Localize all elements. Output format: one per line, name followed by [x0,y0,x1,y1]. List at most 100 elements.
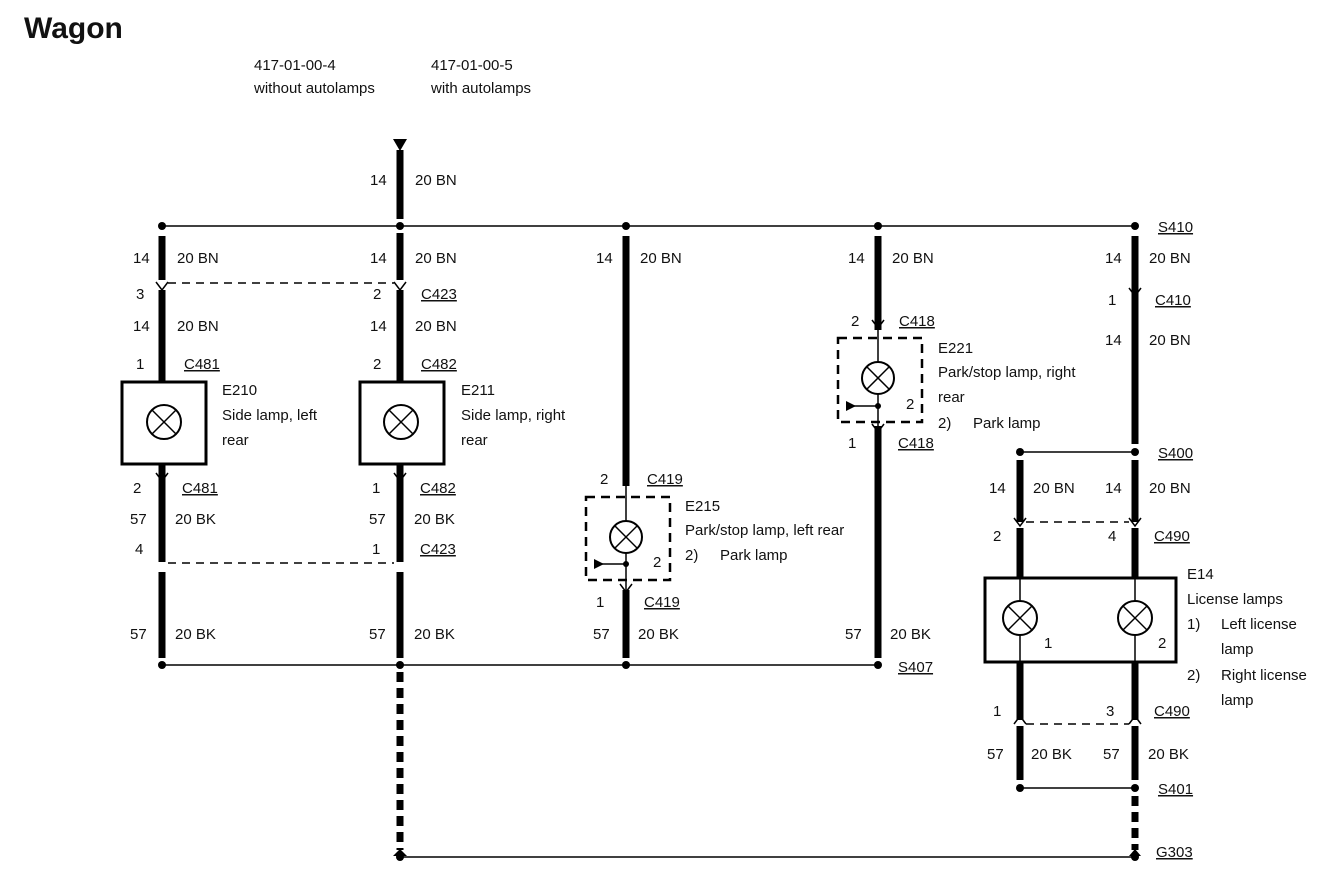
splice-dots [158,222,1139,861]
pin-number: 3 [136,286,144,303]
ref-note-without-autolamps: without autolamps [253,80,375,97]
pin-number: 1 [1108,292,1116,309]
wire-circuit: 14 [848,250,865,267]
connector-c423: C423 [420,541,456,558]
splice-s401: S401 [1158,781,1193,798]
e14-note-2: Right license [1221,667,1307,684]
pin-number: 2 [653,554,661,571]
wire-color: 20 BK [175,511,216,528]
splice-s407: S407 [898,659,933,676]
wire-color: 20 BN [415,318,457,335]
pin-number: 2 [851,313,859,330]
wire-circuit: 14 [370,318,387,335]
pin-number: 1 [372,480,380,497]
connector-c418: C418 [899,313,935,330]
wire-circuit: 14 [133,250,150,267]
pin-number: 2 [906,396,914,413]
wire-color: 20 BN [415,172,457,189]
connector-c490: C490 [1154,528,1190,545]
pin-number: 3 [1106,703,1114,720]
connector-c482: C482 [420,480,456,497]
e14-note-2-num: 2) [1187,667,1200,684]
connector-c490: C490 [1154,703,1190,720]
e210-lamp-box [120,380,208,466]
e215-note-num: 2) [685,547,698,564]
e221-id: E221 [938,340,973,357]
e221-note: Park lamp [973,415,1041,432]
wire-color: 20 BK [175,626,216,643]
wire-color: 20 BN [177,250,219,267]
pin-number: 2 [993,528,1001,545]
connector-c481: C481 [182,480,218,497]
e210-desc: Side lamp, left [222,407,318,424]
column-e211 [393,139,407,850]
connector-c482: C482 [421,356,457,373]
pin-number: 4 [135,541,143,558]
e14-desc: License lamps [1187,591,1283,608]
wire-color: 20 BN [1149,480,1191,497]
connector-c419: C419 [644,594,680,611]
pin-number: 2 [373,356,381,373]
wire-color: 20 BN [1149,250,1191,267]
wire-color: 20 BN [892,250,934,267]
wire-color: 20 BN [640,250,682,267]
connector-c410: C410 [1155,292,1191,309]
wire-color: 20 BK [414,511,455,528]
e221-lamp-box [836,330,924,426]
wire-color: 20 BK [1148,746,1189,763]
wire-circuit: 14 [370,172,387,189]
wire-circuit: 14 [1105,480,1122,497]
wire-circuit: 57 [130,511,147,528]
lamp-number: 2 [1158,635,1166,652]
wire-circuit: 14 [133,318,150,335]
connector-c419: C419 [647,471,683,488]
pin-number: 1 [596,594,604,611]
page-title: Wagon [24,12,123,45]
e211-desc-2: rear [461,432,488,449]
e14-id: E14 [1187,566,1214,583]
column-e14-left [1013,460,1027,780]
e14-note-1: Left license [1221,616,1297,633]
column-e210 [155,236,169,658]
ref-code-with-autolamps: 417-01-00-5 [431,57,513,74]
column-e215 [619,236,633,658]
lamp-number: 1 [1044,635,1052,652]
ref-note-with-autolamps: with autolamps [430,80,531,97]
e215-id: E215 [685,498,720,515]
e211-id: E211 [461,382,495,399]
wire-circuit: 57 [369,626,386,643]
pin-number: 1 [848,435,856,452]
wire-color: 20 BN [177,318,219,335]
column-e14-right [393,236,1142,856]
wire-color: 20 BN [1033,480,1075,497]
e215-desc: Park/stop lamp, left rear [685,522,844,539]
wire-circuit: 57 [1103,746,1120,763]
wire-circuit: 14 [370,250,387,267]
ref-code-without-autolamps: 417-01-00-4 [254,57,336,74]
connector-c423: C423 [421,286,457,303]
wire-circuit: 14 [1105,250,1122,267]
e211-desc: Side lamp, right [461,407,566,424]
connector-c481: C481 [184,356,220,373]
pin-number: 2 [373,286,381,303]
e210-id: E210 [222,382,257,399]
e215-lamp-box [584,486,672,590]
e14-note-1-num: 1) [1187,616,1200,633]
e14-lamp-box [983,576,1178,664]
wire-circuit: 14 [989,480,1006,497]
e215-note: Park lamp [720,547,788,564]
e221-desc-2: rear [938,389,965,406]
wire-circuit: 57 [369,511,386,528]
pin-number: 1 [136,356,144,373]
e221-desc: Park/stop lamp, right [938,364,1076,381]
wire-circuit: 14 [596,250,613,267]
e221-note-num: 2) [938,415,951,432]
connector-c418: C418 [898,435,934,452]
e14-note-1b: lamp [1221,641,1254,658]
splice-s400: S400 [1158,445,1193,462]
e210-desc-2: rear [222,432,249,449]
wire-color: 20 BK [1031,746,1072,763]
pin-number: 1 [372,541,380,558]
ground-g303: G303 [1156,844,1193,861]
